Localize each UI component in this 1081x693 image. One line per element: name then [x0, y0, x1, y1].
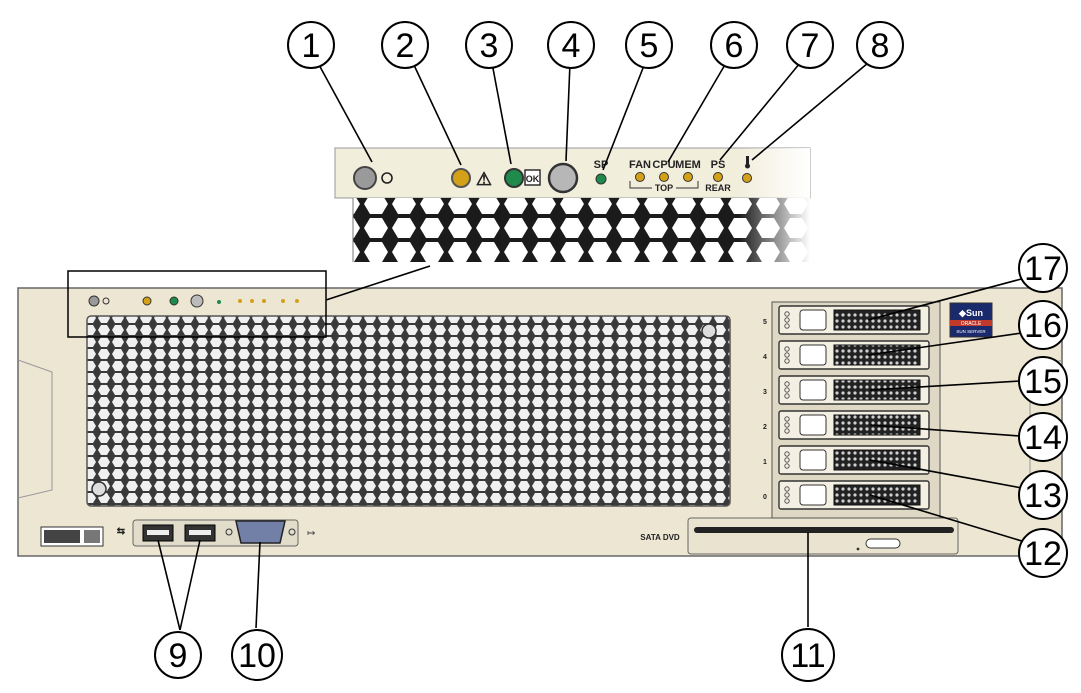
callout-number: 8	[871, 27, 890, 65]
callout-7: 7	[786, 21, 834, 69]
callout-number: 2	[396, 27, 415, 65]
callout-17: 17	[1018, 243, 1068, 293]
callout-12: 12	[1018, 528, 1068, 578]
callout-2: 2	[381, 21, 429, 69]
callout-number: 15	[1024, 363, 1062, 401]
callout-14: 14	[1018, 412, 1068, 462]
bay-number: 4	[763, 354, 767, 361]
ps-led-icon	[713, 172, 723, 182]
sun-oracle-badge: ◆Sun ORACLE SUN SERVER	[949, 302, 993, 338]
server-chassis: ⇆ ↦ SATA DVD	[17, 265, 1063, 557]
brand-oracle: ORACLE	[961, 321, 982, 327]
mem-led-icon	[683, 172, 693, 182]
callout-number: 6	[725, 27, 744, 65]
callout-1: 1	[287, 21, 335, 69]
bay-number: 1	[763, 459, 767, 466]
dvd-label: SATA DVD	[640, 533, 680, 542]
svg-text:↦: ↦	[307, 528, 315, 539]
callout-15: 15	[1018, 356, 1068, 406]
mem-label: MEM	[675, 159, 701, 171]
callout-number: 11	[790, 637, 825, 675]
drive-bays	[778, 305, 930, 510]
brand-model: SUN SERVER	[956, 329, 986, 334]
cpu-label: CPU	[652, 159, 675, 171]
callout-4: 4	[547, 21, 595, 69]
callout-number: 4	[562, 27, 581, 65]
callout-number: 1	[302, 27, 321, 65]
brand-sun: ◆Sun	[958, 308, 983, 318]
callout-8: 8	[856, 21, 904, 69]
callout-10: 10	[231, 629, 283, 681]
fan-led-icon	[635, 172, 645, 182]
dvd-slot	[694, 527, 954, 533]
ps-label: PS	[711, 159, 726, 171]
callout-number: 14	[1024, 419, 1062, 457]
callout-number: 10	[238, 637, 276, 675]
sp-led-icon	[595, 173, 607, 185]
thermometer-icon	[745, 156, 750, 169]
power-button-icon	[547, 162, 579, 194]
fan-label: FAN	[629, 159, 651, 171]
svg-text:⇆: ⇆	[117, 526, 126, 537]
temp-led-icon	[742, 173, 752, 183]
locator-button-icon	[353, 166, 377, 190]
callout-number: 9	[169, 637, 188, 675]
power-ok-led-icon	[504, 168, 524, 188]
sp-label: SP	[594, 159, 609, 171]
callout-3: 3	[465, 21, 513, 69]
callout-number: 7	[801, 27, 820, 65]
callout-number: 12	[1024, 535, 1062, 573]
callout-5: 5	[625, 21, 673, 69]
callout-9: 9	[154, 631, 202, 679]
callout-number: 16	[1024, 307, 1062, 345]
cpu-led-icon	[659, 172, 669, 182]
zoomed-front-panel: ⚠ OK SP FAN CPU MEM TOP PS REAR	[334, 147, 811, 262]
service-led-icon	[451, 168, 471, 188]
leader-lines	[157, 62, 1026, 631]
drive-bay-numbers: 5 4 3 2 1 0	[763, 319, 767, 501]
callout-number: 17	[1024, 250, 1062, 288]
callout-13: 13	[1018, 470, 1068, 520]
callout-number: 3	[480, 27, 499, 65]
callout-number: 13	[1024, 477, 1062, 515]
bay-number: 5	[763, 319, 767, 326]
vga-port	[235, 520, 286, 544]
bay-number: 0	[763, 494, 767, 501]
ok-label: OK	[526, 174, 540, 184]
warning-icon: ⚠	[476, 169, 492, 189]
callout-16: 16	[1018, 300, 1068, 350]
rear-label: REAR	[705, 183, 731, 193]
bay-number: 2	[763, 424, 767, 431]
bay-number: 3	[763, 389, 767, 396]
top-label: TOP	[655, 183, 673, 193]
callout-11: 11	[781, 628, 835, 682]
callout-6: 6	[710, 21, 758, 69]
callout-number: 5	[640, 27, 659, 65]
